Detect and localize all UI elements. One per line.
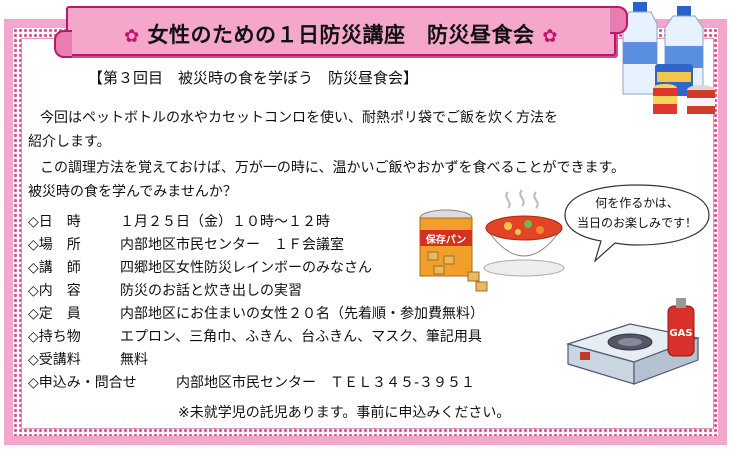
flower-icon: ✿ bbox=[542, 26, 558, 47]
detail-value: 内部地区市民センター １Ｆ会議室 bbox=[120, 237, 344, 253]
page-title-text: 女性のための１日防災講座 防災昼食会 bbox=[147, 23, 535, 47]
detail-label: ◇申込み・問合せ bbox=[28, 375, 137, 391]
water-bottle-icon bbox=[622, 2, 658, 95]
banner-curl-right bbox=[610, 6, 628, 34]
detail-label: ◇場 所 bbox=[28, 237, 81, 253]
title-banner: ✿ 女性のための１日防災講座 防災昼食会 ✿ bbox=[54, 6, 628, 58]
bubble-line: 何を作るかは、 bbox=[595, 196, 679, 210]
intro-line: この調理方法を覚えておけば、万が一の時に、温かいご飯やおかずを食べることができま… bbox=[40, 160, 626, 176]
canned-food-icon bbox=[687, 85, 715, 114]
detail-label: ◇日 時 bbox=[28, 214, 81, 230]
detail-label: ◇内 容 bbox=[28, 283, 81, 299]
gas-canister-icon: GAS bbox=[667, 298, 695, 357]
childcare-note: ※未就学児の託児あります。事前に申込みください。 bbox=[178, 405, 511, 421]
detail-label: ◇受講料 bbox=[28, 352, 81, 368]
detail-value: 無料 bbox=[120, 352, 148, 368]
gas-stove-illustration: GAS bbox=[565, 298, 701, 385]
bubble-line: 当日のお楽しみです！ bbox=[576, 216, 697, 230]
detail-value: １月２５日（金）１０時～１２時 bbox=[120, 214, 330, 230]
detail-value: 内部地区市民センター ＴＥＬ３４５-３９５１ bbox=[176, 375, 476, 391]
hot-soup-illustration bbox=[483, 189, 565, 277]
detail-value: 防災のお話と炊き出しの実習 bbox=[120, 283, 302, 299]
speech-bubble-shape bbox=[564, 184, 710, 263]
detail-value: エプロン、三角巾、ふきん、台ふきん、マスク、筆記用具 bbox=[120, 329, 482, 345]
speech-bubble: 何を作るかは、 当日のお楽しみです！ bbox=[563, 183, 711, 263]
intro-line: 今回はペットボトルの水やカセットコンロを使い、耐熱ポリ袋でご飯を炊く方法を bbox=[40, 110, 558, 126]
detail-label: ◇講 師 bbox=[28, 260, 81, 276]
can-label: 保存パン bbox=[425, 233, 467, 246]
intro-line: 被災時の食を学んでみませんか？ bbox=[28, 184, 237, 200]
session-subtitle: 【第３回目 被災時の食を学ぼう 防災昼食会】 bbox=[88, 69, 419, 87]
canned-bread-illustration: 保存パン bbox=[419, 209, 488, 292]
emergency-supplies-illustration bbox=[622, 2, 715, 114]
intro-line: 紹介します。 bbox=[28, 134, 111, 150]
flower-icon: ✿ bbox=[124, 26, 140, 47]
banner-curl-left bbox=[54, 30, 72, 58]
page-title: ✿ 女性のための１日防災講座 防災昼食会 ✿ bbox=[68, 19, 614, 49]
detail-label: ◇持ち物 bbox=[28, 329, 81, 345]
detail-value: 内部地区にお住まいの女性２０名（先着順・参加費無料） bbox=[120, 306, 484, 322]
detail-label: ◇定 員 bbox=[28, 306, 81, 322]
gas-label: GAS bbox=[669, 328, 692, 339]
canned-food-icon bbox=[653, 84, 677, 114]
detail-value: 四郷地区女性防災レインボーのみなさん bbox=[120, 260, 372, 276]
